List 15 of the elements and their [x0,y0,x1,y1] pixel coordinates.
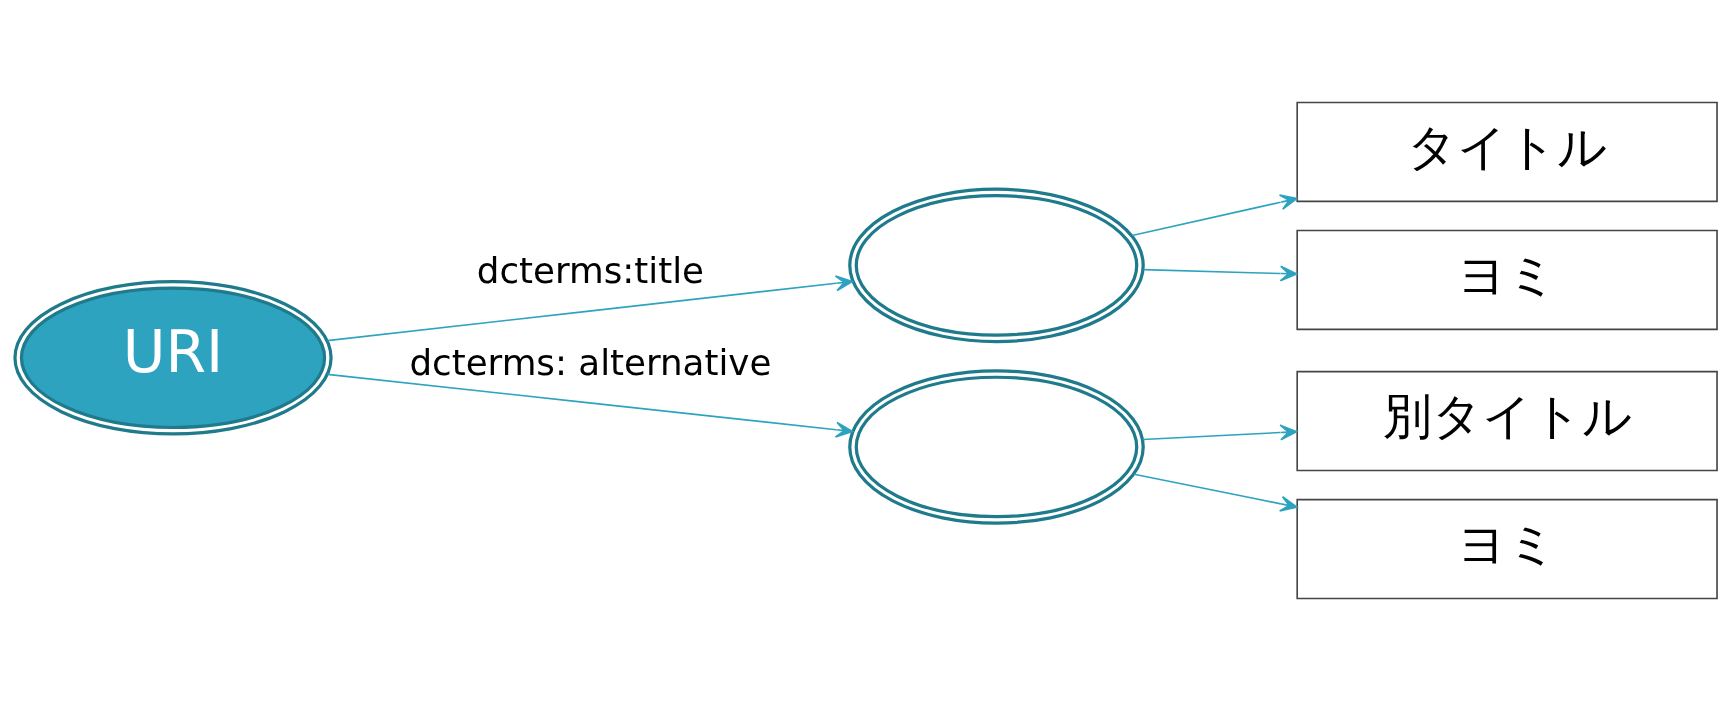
arrow [1133,473,1298,512]
node-box: 別タイトル [1296,370,1718,472]
arrow [1142,424,1298,441]
node-ellipse [848,369,1145,525]
node-box: タイトル [1296,101,1718,203]
arrow [1131,194,1298,237]
arrow [326,275,854,342]
arrow [1142,265,1298,282]
edge-label: dcterms: alternative [409,341,772,383]
node-ellipse: URI [13,280,333,436]
node-box: ヨミ [1296,229,1718,331]
node-ellipse [848,187,1145,344]
node-box: ヨミ [1296,498,1718,600]
arrow [326,373,854,438]
edge-label: dcterms:title [476,249,705,291]
